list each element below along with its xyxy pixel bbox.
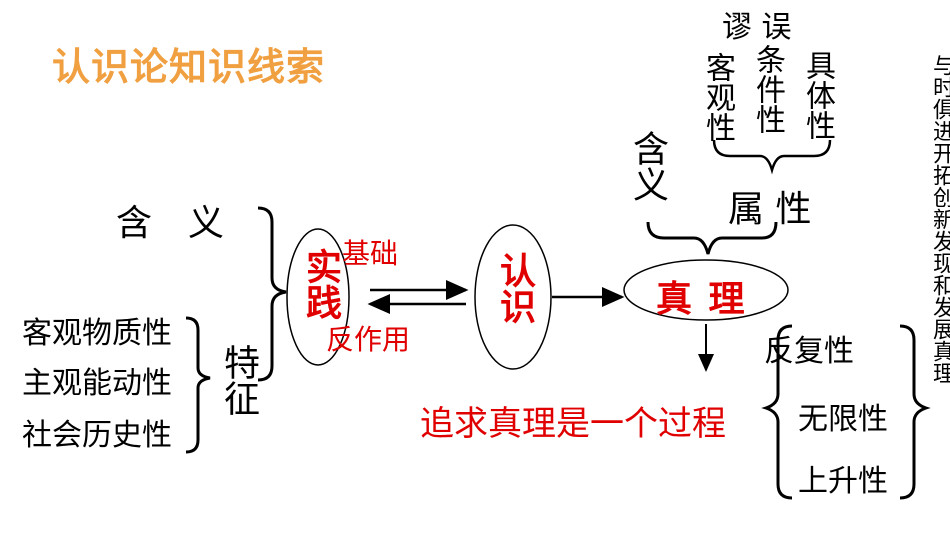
cognition-label: 认识	[494, 252, 535, 324]
feature-subjective: 主观能动性	[22, 366, 172, 401]
reaction-label: 反作用	[326, 323, 411, 356]
brace-truth-top	[646, 221, 778, 255]
practice-ellipse	[286, 228, 350, 366]
feature-social: 社会历史性	[22, 418, 172, 453]
feature-objective: 客观物质性	[22, 316, 172, 351]
practice-label: 实践	[300, 248, 341, 320]
pursuit-label: 追求真理是一个过程	[420, 404, 726, 444]
basis-label: 基础	[342, 237, 399, 270]
brace-attributes	[712, 139, 832, 175]
truth-label: 真 理	[656, 279, 747, 320]
brace-pursuit-left	[761, 324, 793, 500]
attribute-conditionality: 条件性	[750, 44, 785, 134]
pursuit-conclusion: 与时俱进开拓创新发现和发展真理	[929, 54, 950, 384]
truth-attributes-label: 属 性	[728, 189, 812, 230]
property-infinity: 无限性	[798, 402, 888, 437]
brace-pursuit-right	[899, 324, 931, 500]
page-title: 认识论知识线索	[52, 45, 326, 89]
features-label: 特征	[218, 344, 259, 416]
brace-practice	[257, 206, 287, 382]
property-repetition: 反复性	[764, 334, 854, 369]
brace-features	[185, 316, 211, 454]
truth-meaning-label: 含义	[627, 130, 668, 202]
attribute-objectivity: 客观性	[700, 52, 735, 142]
meaning-label: 含 义	[116, 203, 225, 244]
fallacy-label: 谬 误	[722, 10, 792, 45]
attribute-concreteness: 具体性	[800, 50, 835, 140]
cognition-ellipse	[474, 224, 552, 370]
property-ascending: 上升性	[798, 464, 888, 499]
